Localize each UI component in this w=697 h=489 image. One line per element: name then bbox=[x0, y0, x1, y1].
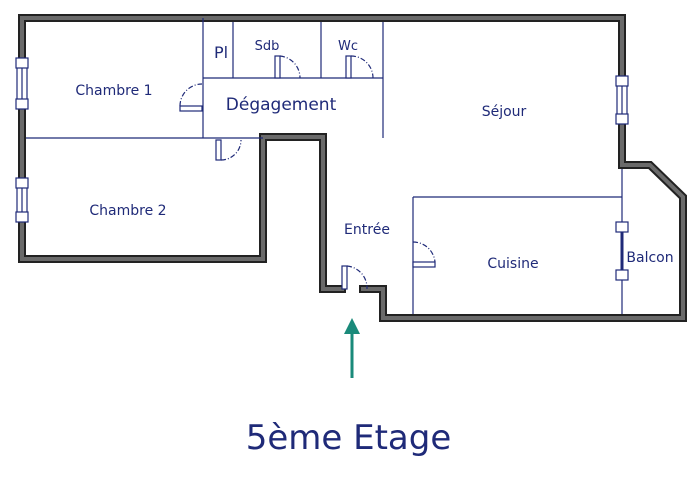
room-label-cuisine: Cuisine bbox=[487, 256, 538, 272]
wall-outline bbox=[18, 14, 687, 322]
windows bbox=[15, 57, 629, 281]
doors bbox=[179, 55, 436, 290]
exterior-walls-inner bbox=[20, 16, 685, 320]
wall-outline-core bbox=[20, 16, 685, 320]
room-label-chambre1: Chambre 1 bbox=[75, 83, 152, 99]
room-label-wc: Wc bbox=[338, 39, 358, 54]
arrow-up-icon bbox=[344, 318, 360, 378]
room-label-entree: Entrée bbox=[344, 222, 390, 238]
wall-left-lower-core bbox=[20, 16, 344, 291]
door-chambre2 bbox=[215, 139, 242, 161]
door-chambre1 bbox=[179, 83, 203, 112]
wall-left-lower bbox=[18, 14, 346, 293]
room-label-chambre2: Chambre 2 bbox=[89, 203, 166, 219]
door-sdb bbox=[274, 55, 301, 79]
room-label-balcon: Balcon bbox=[626, 250, 673, 266]
door-entree bbox=[341, 265, 368, 290]
door-cuisine bbox=[412, 241, 436, 268]
window-balcon bbox=[615, 221, 629, 233]
room-label-sdb: Sdb bbox=[255, 39, 280, 54]
floor-title: 5ème Etage bbox=[245, 418, 452, 458]
exterior-walls bbox=[18, 14, 687, 322]
door-wc bbox=[345, 55, 374, 79]
room-label-placard: Pl bbox=[214, 43, 228, 62]
room-label-degagement: Dégagement bbox=[226, 95, 337, 115]
room-label-sejour: Séjour bbox=[482, 104, 527, 120]
